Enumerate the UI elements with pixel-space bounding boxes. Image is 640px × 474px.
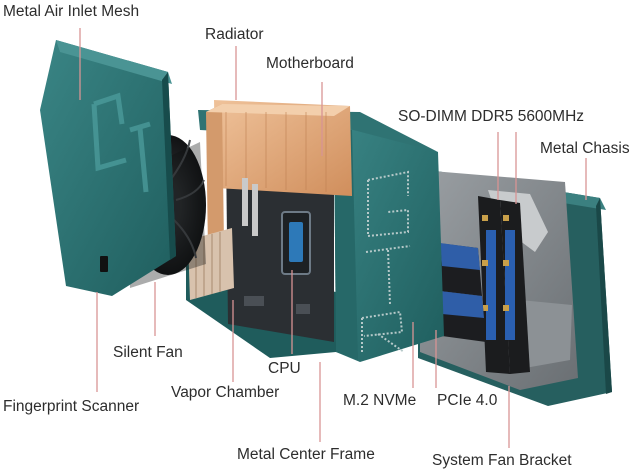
callout-lines — [79, 28, 587, 448]
label-vapor-chamber: Vapor Chamber — [171, 384, 280, 401]
gtr-grille-logo — [361, 170, 411, 353]
label-m2-nvme: M.2 NVMe — [343, 392, 417, 409]
metal-air-inlet-mesh — [40, 40, 176, 296]
radiator — [206, 100, 352, 252]
label-sodimm: SO-DIMM DDR5 5600MHz — [398, 108, 585, 125]
label-motherboard: Motherboard — [266, 55, 354, 72]
label-silent-fan: Silent Fan — [113, 344, 183, 361]
fingerprint-icon — [100, 256, 108, 272]
label-fingerprint-scanner: Fingerprint Scanner — [3, 398, 140, 415]
label-radiator: Radiator — [205, 26, 264, 43]
label-metal-chasis: Metal Chasis — [540, 140, 630, 157]
label-metal-center-frame: Metal Center Frame — [237, 446, 375, 463]
label-system-fan-bracket: System Fan Bracket — [432, 452, 572, 469]
sodimm-modules — [478, 196, 530, 374]
label-metal-air-inlet-mesh: Metal Air Inlet Mesh — [3, 3, 140, 20]
gt-logo-icon — [91, 92, 151, 193]
label-pcie: PCIe 4.0 — [437, 392, 498, 409]
vapor-chamber — [188, 178, 258, 300]
label-cpu: CPU — [268, 360, 301, 377]
